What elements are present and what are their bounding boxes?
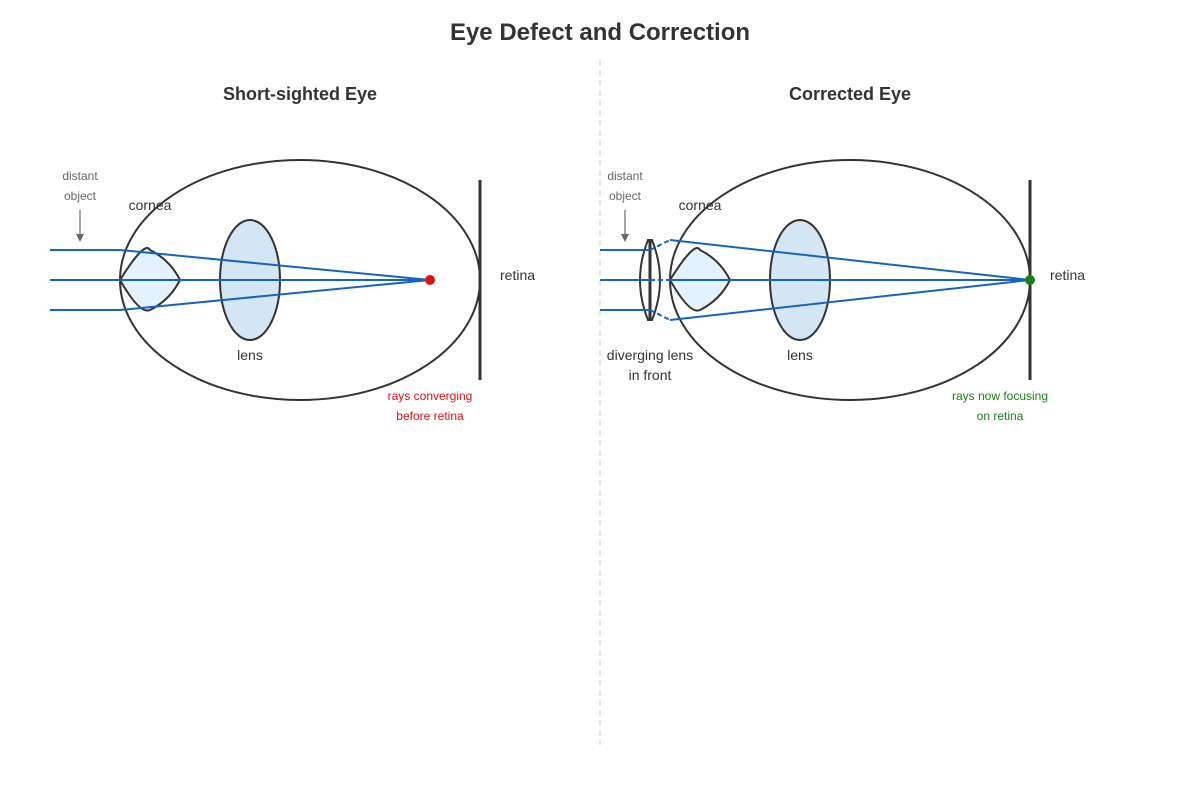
- short-sighted-panel: Short-sighted Eye distant object cornea …: [50, 84, 535, 423]
- diagram-title: Eye Defect and Correction: [450, 19, 750, 46]
- refracted-ray-bottom: [119, 279, 431, 311]
- corrected-panel: Corrected Eye distant object cornea le: [600, 84, 1085, 423]
- distant-object-label-2: object: [64, 189, 97, 203]
- diverged-ray-bottom: [649, 309, 671, 321]
- corrected-heading: Corrected Eye: [789, 84, 911, 104]
- lens-label: lens: [787, 347, 813, 363]
- defect-note-2: before retina: [396, 409, 464, 423]
- diverged-ray-top: [649, 239, 671, 251]
- defect-note: rays converging: [388, 389, 473, 403]
- short-sighted-heading: Short-sighted Eye: [223, 84, 377, 104]
- cornea-label: cornea: [679, 197, 722, 213]
- correction-note: rays now focusing: [952, 389, 1048, 403]
- focal-point-before-retina: [425, 275, 435, 285]
- correction-note-2: on retina: [977, 409, 1024, 423]
- distant-object-label-2: object: [609, 189, 642, 203]
- distant-object-label: distant: [607, 169, 643, 183]
- retina-label: retina: [1050, 267, 1085, 283]
- distant-object-label: distant: [62, 169, 98, 183]
- diverging-lens-label: diverging lens: [607, 347, 693, 363]
- retina-label: retina: [500, 267, 535, 283]
- focal-point-on-retina: [1025, 275, 1035, 285]
- refracted-ray-top: [669, 239, 1031, 281]
- refracted-ray-top: [119, 249, 431, 281]
- lens-label: lens: [237, 347, 263, 363]
- refracted-ray-bottom: [669, 279, 1031, 321]
- diverging-lens-label-2: in front: [629, 367, 672, 383]
- cornea-label: cornea: [129, 197, 172, 213]
